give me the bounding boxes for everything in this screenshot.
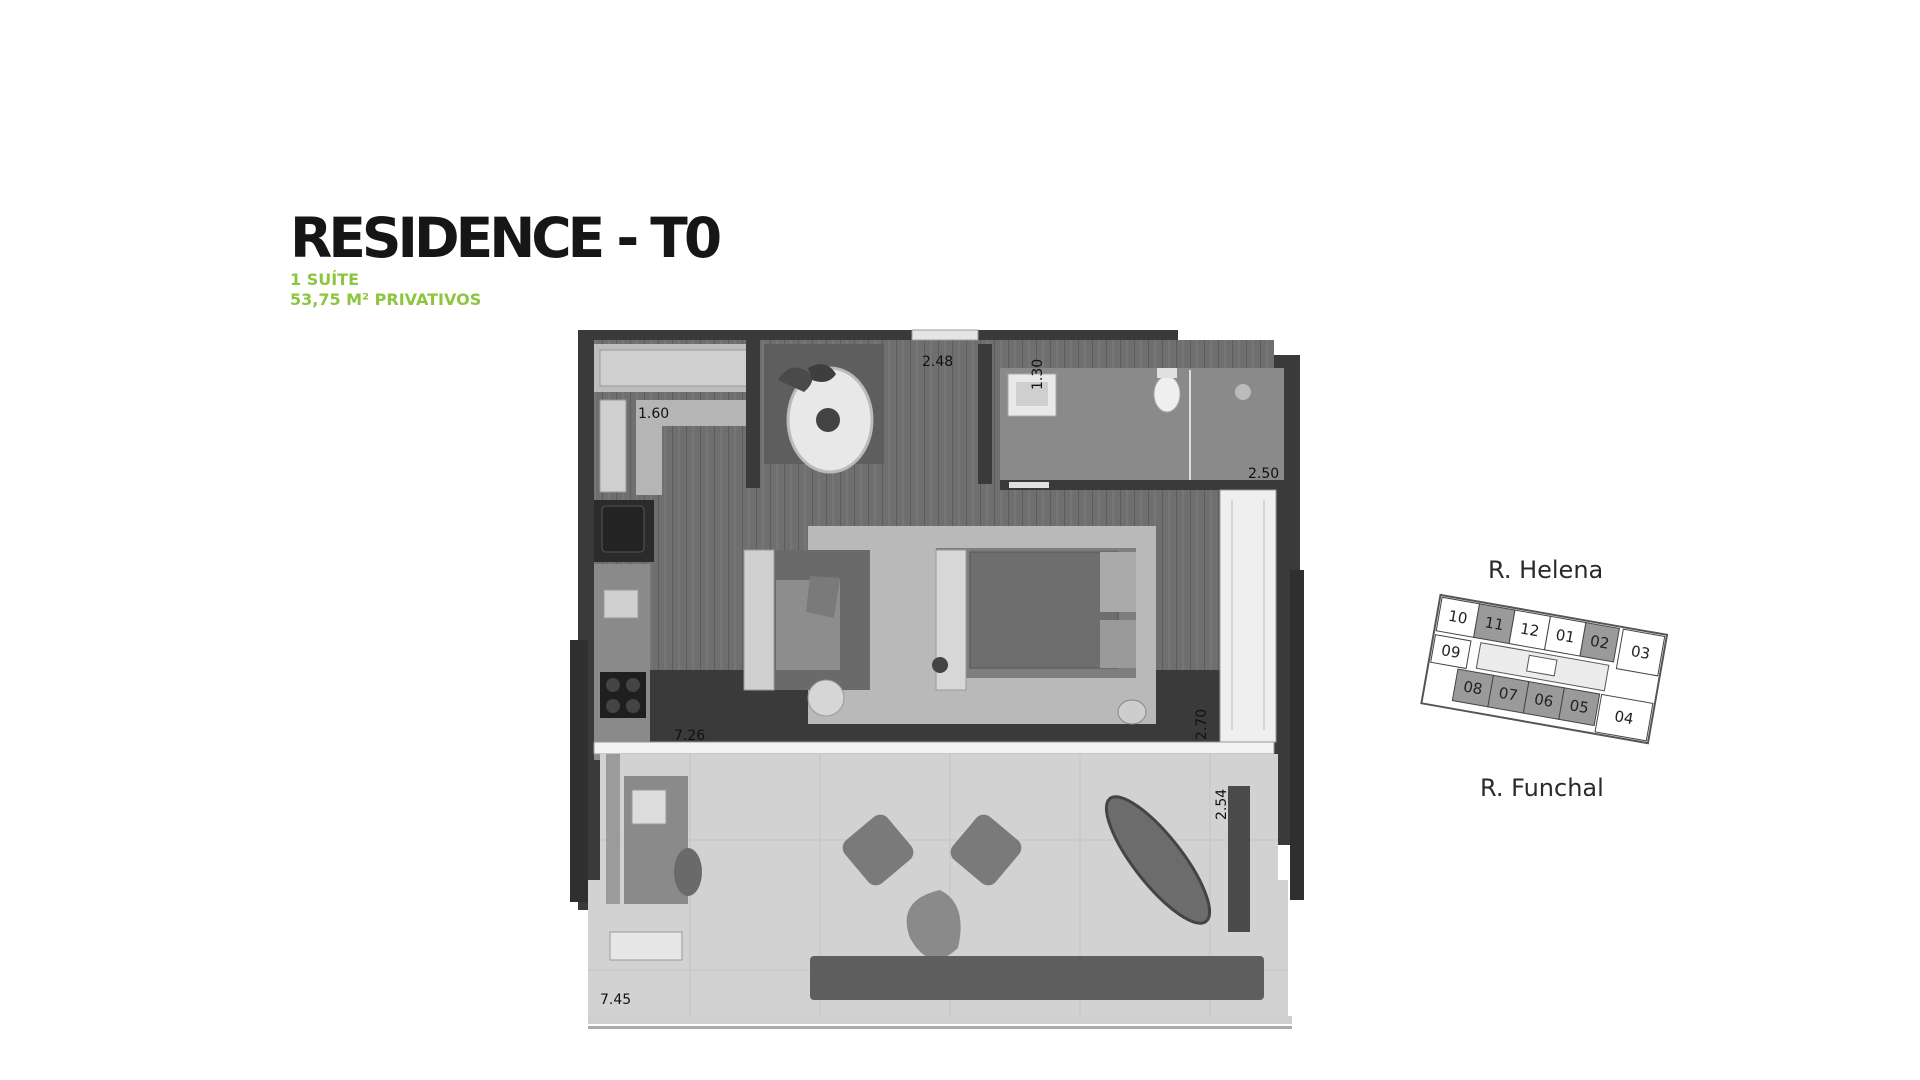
unit-02 bbox=[1579, 622, 1620, 663]
private-area: 53,75 M² PRIVATIVOS bbox=[290, 290, 482, 309]
unit-label-04: 04 bbox=[1613, 707, 1635, 728]
window-bench bbox=[1219, 489, 1277, 743]
terrace-storage bbox=[609, 931, 683, 961]
bathroom bbox=[978, 344, 1284, 490]
street-bottom: R. Funchal bbox=[1480, 774, 1604, 802]
unit-label-05: 05 bbox=[1568, 696, 1590, 717]
title-block: RESIDENCE - T0 1 SUÍTE 53,75 M² PRIVATIV… bbox=[290, 206, 722, 310]
kitchen bbox=[594, 500, 654, 760]
unit-label-02: 02 bbox=[1589, 632, 1611, 653]
unit-label-01: 01 bbox=[1554, 626, 1576, 647]
dimension-label: 7.45 bbox=[600, 992, 631, 1008]
unit-label-08: 08 bbox=[1462, 677, 1484, 698]
unit-label-06: 06 bbox=[1533, 690, 1555, 711]
unit-label-10: 10 bbox=[1447, 607, 1469, 628]
surfboard bbox=[1104, 786, 1250, 932]
dimension-label: 1.30 bbox=[1030, 359, 1046, 390]
street-top: R. Helena bbox=[1488, 556, 1604, 584]
closet bbox=[594, 344, 759, 495]
unit-label-09: 09 bbox=[1440, 641, 1462, 662]
page-title: RESIDENCE - T0 bbox=[290, 206, 722, 270]
terrace-chairs bbox=[842, 814, 1022, 959]
dimension-label: 2.50 bbox=[1248, 466, 1279, 482]
unit-label-11: 11 bbox=[1483, 613, 1505, 634]
planter bbox=[810, 956, 1264, 1000]
dimension-label: 7.26 bbox=[674, 728, 705, 744]
unit-04 bbox=[1594, 693, 1654, 742]
unit-label-03: 03 bbox=[1630, 642, 1652, 663]
dimension-label: 2.48 bbox=[922, 354, 953, 370]
suite-count: 1 SUÍTE bbox=[290, 270, 360, 289]
unit-label-12: 12 bbox=[1519, 619, 1541, 640]
sofa bbox=[743, 549, 870, 717]
terrace-bbq bbox=[606, 754, 702, 904]
unit-09 bbox=[1430, 634, 1472, 670]
bed bbox=[932, 548, 1147, 725]
floor-plan: 1.60 2.48 1.30 2.50 bbox=[570, 329, 1304, 1029]
dimension-label: 2.70 bbox=[1194, 709, 1210, 740]
unit-label-07: 07 bbox=[1497, 684, 1519, 705]
unit-03 bbox=[1615, 628, 1666, 677]
dining-area bbox=[746, 338, 884, 488]
dimension-label: 1.60 bbox=[638, 406, 669, 422]
dimension-label: 2.54 bbox=[1214, 789, 1230, 820]
unit-08 bbox=[1451, 668, 1494, 708]
